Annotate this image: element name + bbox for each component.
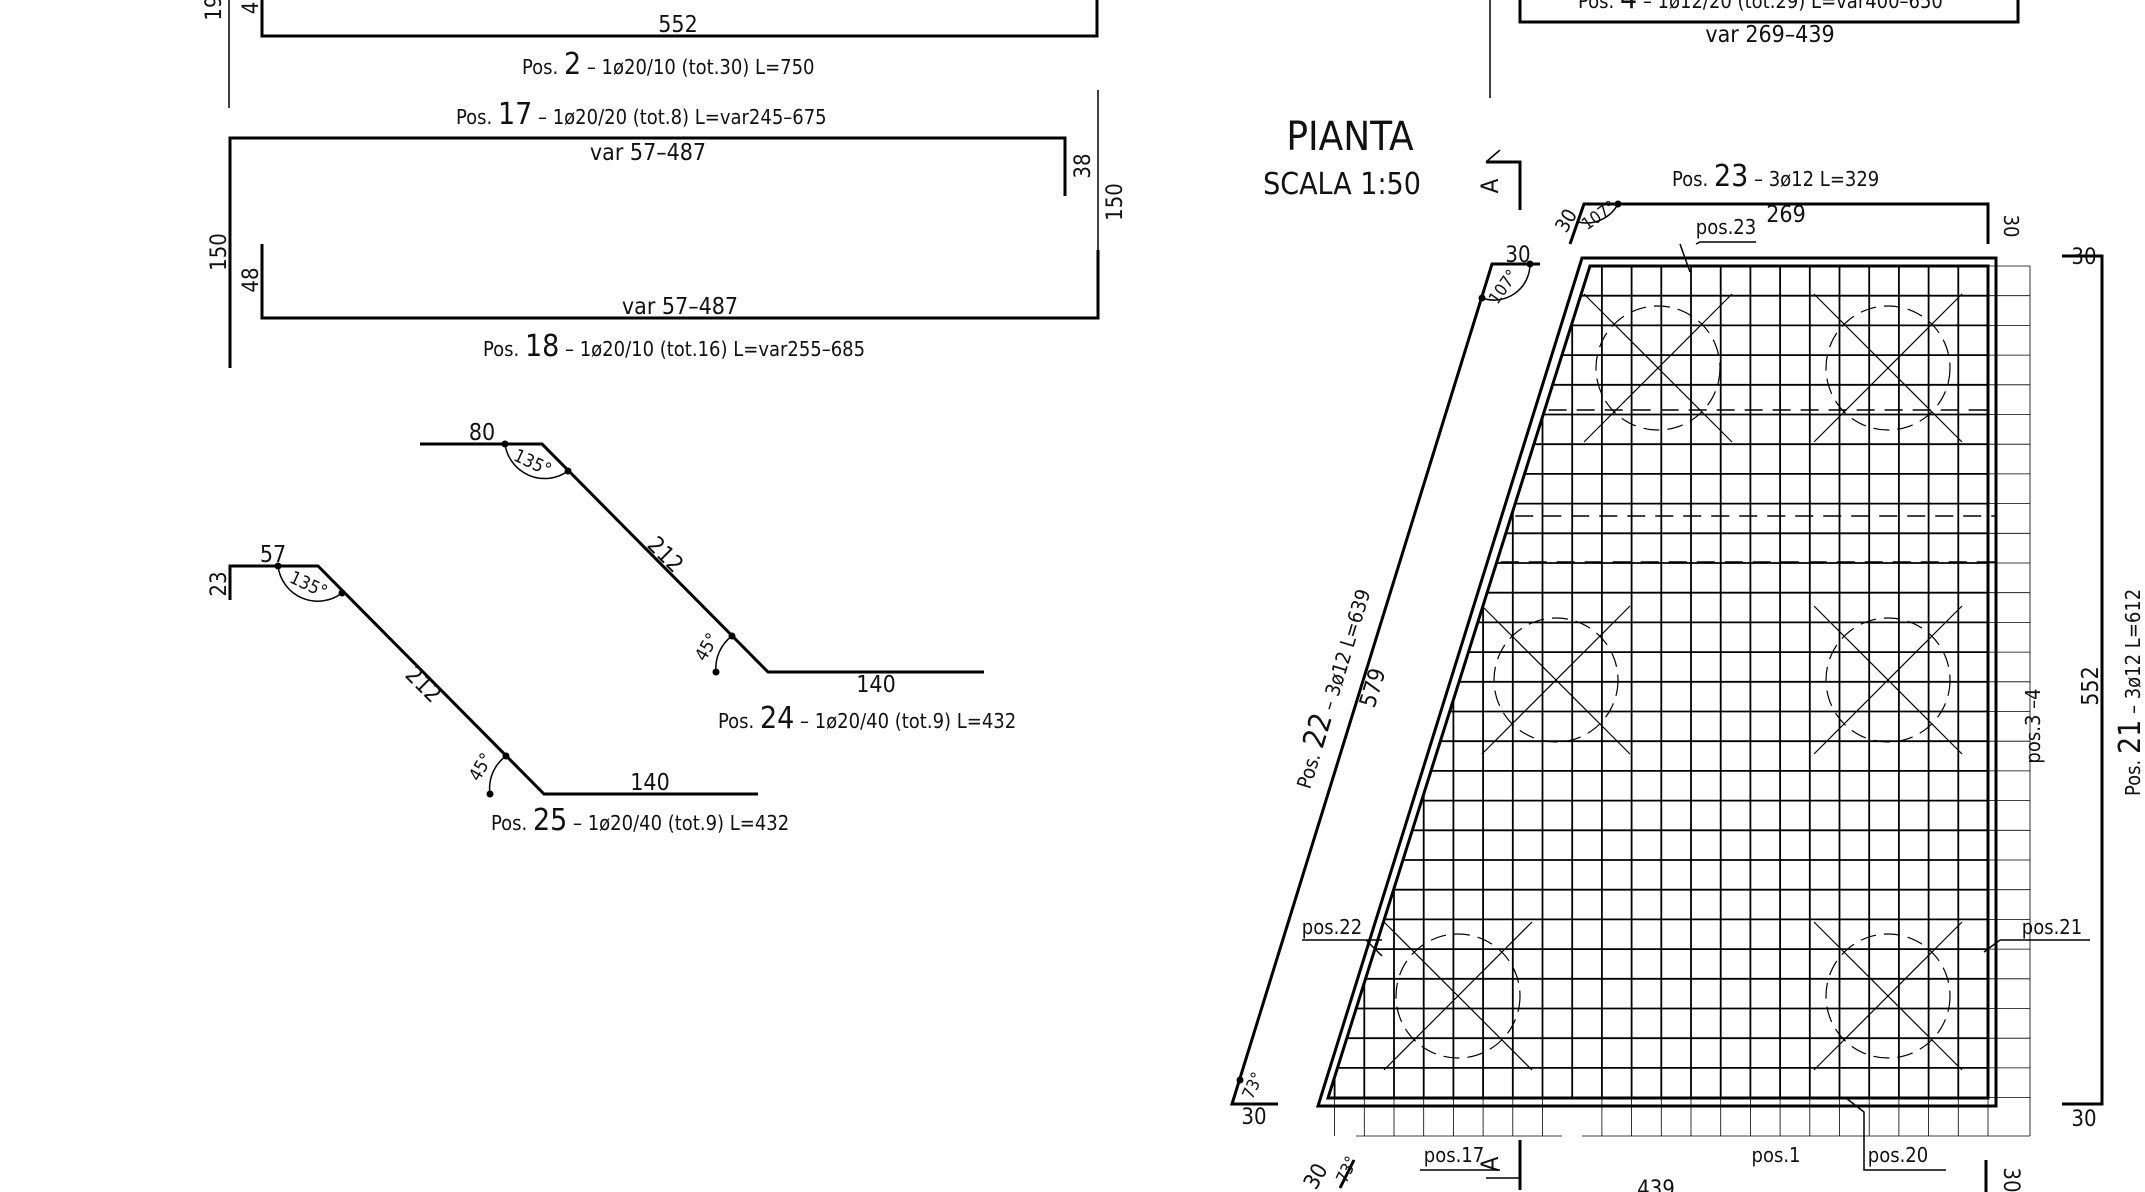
pos25-angle-bottom: 45° [465,750,498,785]
pos21-label: Pos. 21 – 3ø12 L=612 [2113,589,2145,796]
pos23-label: Pos. 23 – 3ø12 L=329 [1672,159,1879,194]
pile-marker [1583,293,1733,443]
pos21-dim-length: 552 [2078,666,2104,706]
pos17-dim-height: 150 [1103,183,1128,221]
bottom-dim-right: 30 [1998,1167,2023,1192]
pos24-dim-bottom: 140 [856,672,896,698]
pile-outline [1395,933,1521,1059]
pos17-dim-hook: 38 [1071,153,1096,178]
section-marker-bottom: A [1476,1140,1522,1190]
pos4-label: Pos. 4 – 1ø12/20 (tot.29) L=var400–650 [1578,0,1943,16]
pos18-dim-hook: 48 [239,267,264,292]
pile-outline [1493,617,1619,743]
mesh-bar-ends [1334,265,2031,1137]
section-letter-bottom: A [1476,1156,1504,1171]
pos2-dim-left-outer: 19 [202,0,227,21]
bottom-dim-length: 439 [1637,1177,1675,1192]
bar-pos-23: Pos. 23 – 3ø12 L=329 269 30 30 107° [1550,159,2023,245]
pos18-dim-height: 150 [207,233,232,271]
pos22-dim-bottom: 30 [1241,1105,1266,1130]
label-pos1: pos.1 [1752,1143,1801,1167]
pos22-angle-bottom: 73° [1239,1069,1269,1102]
pos24-angle-bottom: 45° [691,630,724,665]
bar-pos-4: Pos. 4 – 1ø12/20 (tot.29) L=var400–650 v… [1489,0,2020,98]
pos22-dim-top: 30 [1505,243,1530,268]
pos23-dim-left: 30 [1550,205,1582,237]
pos21-dim-bottom: 30 [2071,1107,2096,1132]
pile-outline [1595,305,1721,431]
pile-outline [1825,933,1951,1059]
pos18-label: Pos. 18 – 1ø20/10 (tot.16) L=var255–685 [483,329,865,364]
pos24-dim-top: 80 [469,420,495,446]
pos22-dim-length: 579 [1355,665,1391,710]
bar-pos-21: 30 30 552 Pos. 21 – 3ø12 L=612 [2062,245,2145,1132]
pos2-dim-length: 552 [658,12,698,38]
pos23-dim-length: 269 [1766,202,1806,228]
plan-slab [1315,256,2031,1137]
pos25-dim-hook: 23 [207,571,232,596]
reinforcement-mesh [1328,265,1990,1099]
plan-scale: SCALA 1:50 [1263,167,1421,202]
pile-outline [1825,305,1951,431]
pile-marker [1813,921,1963,1071]
bar-pos-18: 150 48 var 57–487 Pos. 18 – 1ø20/10 (tot… [207,233,1100,364]
pile-diagonal [1813,605,1963,755]
pile-marker [1813,293,1963,443]
bar-pos-2: 552 19 4 Pos. 2 – 1ø20/10 (tot.30) L=750 [202,0,1099,108]
pos25-dim-top: 57 [260,542,286,568]
label-pos22: pos.22 [1302,915,1362,939]
pile-marker [1383,921,1533,1071]
pos18-dim-length: var 57–487 [622,294,738,320]
pos2-label: Pos. 2 – 1ø20/10 (tot.30) L=750 [522,47,814,82]
plan-title: PIANTA [1286,114,1414,160]
section-marker-top: A [1476,149,1522,210]
pos24-dim-slope: 212 [642,532,688,578]
pile-diagonal [1813,921,1963,1071]
pos21-dim-top: 30 [2071,245,2096,270]
pile-marker [1481,605,1631,755]
upper-reinforcement-lines [1500,409,1996,563]
plan-leader-labels: pos.23 pos.22 pos.21 pos.3 –4 pos.17 pos… [1302,215,2090,1171]
bar-pos-22: 30 107° 579 Pos. 22 – 3ø12 L=639 73° 30 [1229,243,1540,1130]
pos25-dim-slope: 212 [400,662,446,708]
plan-title-block: PIANTA SCALA 1:50 [1263,114,1421,202]
pile-marker [1813,605,1963,755]
label-pos23: pos.23 [1696,215,1756,239]
pos17-label: Pos. 17 – 1ø20/20 (tot.8) L=var245–675 [456,97,827,132]
pos25-dim-bottom: 140 [630,770,670,796]
pile-markers [1383,293,1963,1071]
pile-diagonal [1813,293,1963,443]
pos2-dim-left-inner: 4 [239,2,264,15]
bar-pos-24: 80 135° 212 45° 140 Pos. 24 – 1ø20/40 (t… [420,420,1016,736]
label-pos3-4: pos.3 –4 [2021,688,2045,763]
section-letter-top: A [1476,178,1504,193]
pile-outline [1825,617,1951,743]
label-pos21: pos.21 [2022,915,2082,939]
bar-pos-25: 57 23 135° 212 45° 140 Pos. 25 – 1ø20/40… [207,542,789,838]
pile-diagonal [1481,605,1631,755]
bar-pos-17: Pos. 17 – 1ø20/20 (tot.8) L=var245–675 v… [228,90,1128,368]
bottom-dim-left: 30 [1299,1160,1333,1192]
pos25-label: Pos. 25 – 1ø20/40 (tot.9) L=432 [491,803,789,838]
pos23-dim-right: 30 [1999,215,2023,238]
pile-diagonal [1383,921,1533,1071]
bottom-angle: 73° [1333,1153,1363,1186]
pos4-dim-length: var 269–439 [1705,22,1834,48]
label-pos20: pos.20 [1868,1143,1928,1167]
pile-diagonal [1583,293,1733,443]
pos17-dim-length: var 57–487 [590,140,706,166]
label-pos17: pos.17 [1424,1143,1484,1167]
pos24-label: Pos. 24 – 1ø20/40 (tot.9) L=432 [718,701,1016,736]
